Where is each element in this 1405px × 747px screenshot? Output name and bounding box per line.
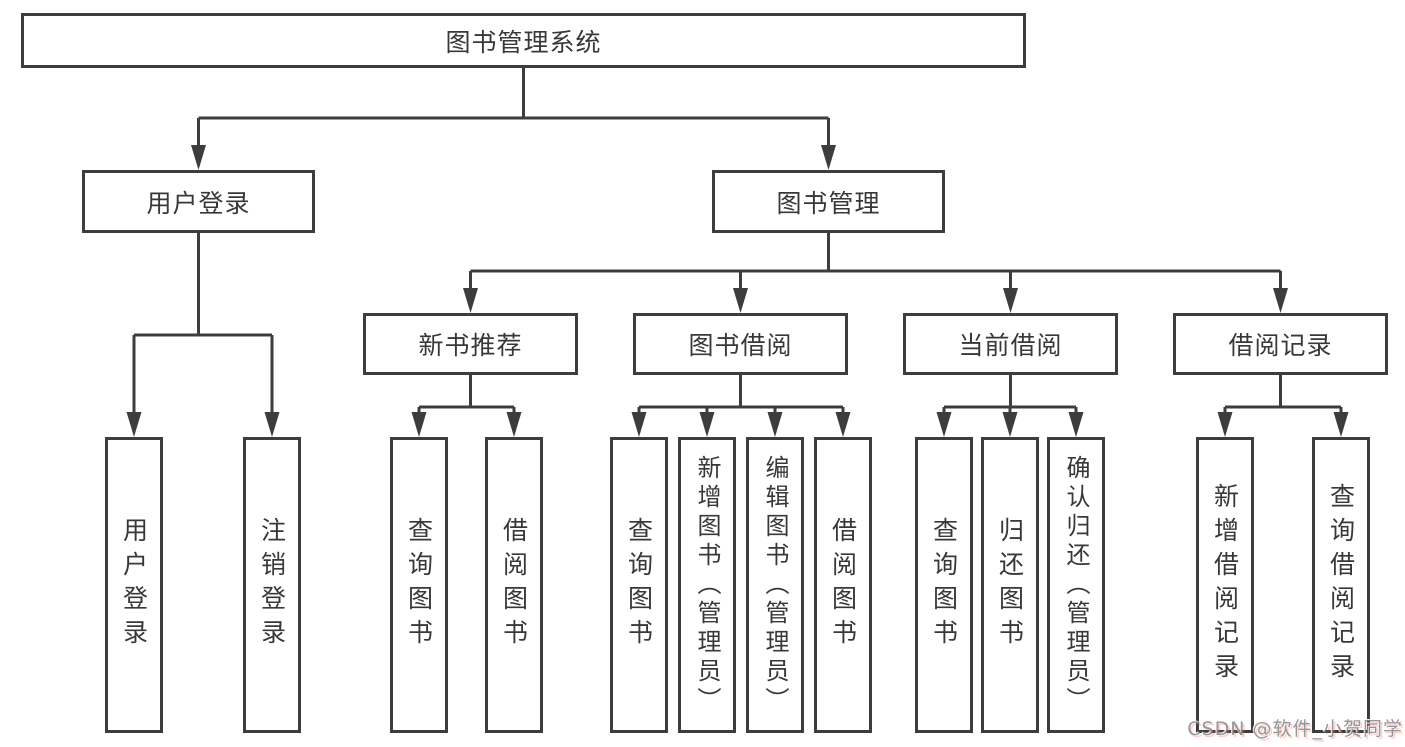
connector-root-to-level2 bbox=[197, 68, 830, 163]
leaf-records-add: 新增借阅记录 bbox=[1196, 437, 1254, 733]
leaf-logout-label: 注销登录 bbox=[257, 517, 287, 653]
leaf-records-add-label: 新增借阅记录 bbox=[1210, 483, 1240, 687]
node-new-book-recommend: 新书推荐 bbox=[363, 313, 578, 375]
node-book-management: 图书管理 bbox=[712, 170, 945, 233]
leaf-borrow-query-label: 查询图书 bbox=[624, 517, 654, 653]
leaf-current-query-label: 查询图书 bbox=[929, 517, 959, 653]
leaf-borrow-add-admin: 新增图书（管理员） bbox=[678, 437, 736, 733]
connector-login-to-leaves bbox=[132, 233, 274, 430]
node-borrow-records: 借阅记录 bbox=[1173, 313, 1388, 375]
csdn-watermark: CSDN @软件_小贺同学 bbox=[1187, 718, 1403, 740]
node-book-borrow: 图书借阅 bbox=[633, 313, 848, 375]
connector-records-to-leaves bbox=[1223, 375, 1343, 430]
leaf-borrow-borrow-label: 借阅图书 bbox=[828, 517, 858, 653]
leaf-borrow-edit-admin: 编辑图书（管理员） bbox=[746, 437, 804, 733]
leaf-current-query: 查询图书 bbox=[915, 437, 973, 733]
leaf-records-query: 查询借阅记录 bbox=[1312, 437, 1370, 733]
arrowheads bbox=[126, 145, 1349, 437]
leaf-borrow-borrow: 借阅图书 bbox=[814, 437, 872, 733]
node-current-borrow: 当前借阅 bbox=[903, 313, 1118, 375]
node-root: 图书管理系统 bbox=[21, 13, 1026, 68]
connector-newbooks-to-leaves bbox=[417, 375, 516, 430]
leaf-current-return-label: 归还图书 bbox=[995, 517, 1025, 653]
leaf-newbooks-borrow: 借阅图书 bbox=[485, 437, 543, 733]
leaf-newbooks-borrow-label: 借阅图书 bbox=[499, 517, 529, 653]
leaf-newbooks-query: 查询图书 bbox=[390, 437, 448, 733]
node-user-login: 用户登录 bbox=[82, 170, 315, 233]
leaf-current-return: 归还图书 bbox=[981, 437, 1039, 733]
leaf-borrow-query: 查询图书 bbox=[610, 437, 668, 733]
leaf-logout: 注销登录 bbox=[243, 437, 301, 733]
leaf-user-login-label: 用户登录 bbox=[119, 517, 149, 653]
leaf-current-confirm-admin-label: 确认归还（管理员） bbox=[1062, 454, 1090, 716]
connector-books-to-level3 bbox=[469, 233, 1282, 306]
leaf-borrow-edit-admin-label: 编辑图书（管理员） bbox=[761, 454, 789, 716]
leaf-user-login: 用户登录 bbox=[105, 437, 163, 733]
leaf-records-query-label: 查询借阅记录 bbox=[1326, 483, 1356, 687]
leaf-current-confirm-admin: 确认归还（管理员） bbox=[1047, 437, 1105, 733]
leaf-borrow-add-admin-label: 新增图书（管理员） bbox=[693, 454, 721, 716]
leaf-newbooks-query-label: 查询图书 bbox=[404, 517, 434, 653]
connector-borrow-to-leaves bbox=[637, 375, 845, 430]
